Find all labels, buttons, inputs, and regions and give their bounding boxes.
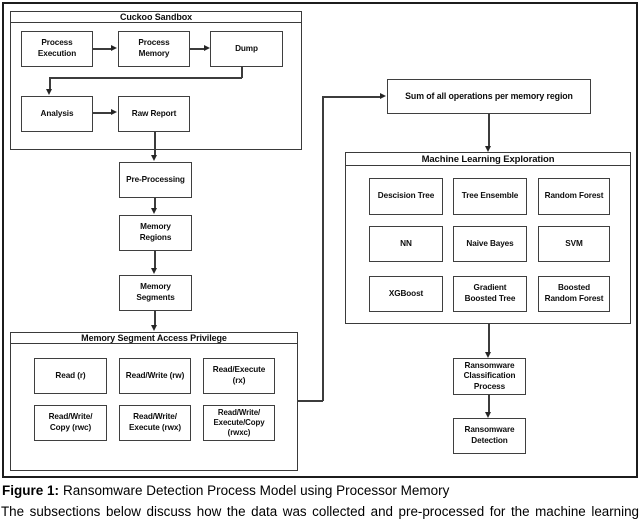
connector-mle-to-classification bbox=[488, 323, 490, 353]
node-analysis: Analysis bbox=[21, 96, 93, 132]
figure-frame bbox=[2, 2, 638, 478]
node-pre-processing: Pre-Processing bbox=[119, 162, 192, 198]
mle-title: Machine Learning Exploration bbox=[346, 153, 630, 166]
connector-sum-to-mle bbox=[488, 114, 490, 147]
node-tree-ensemble: Tree Ensemble bbox=[453, 178, 527, 215]
arrowhead-mle-to-classification bbox=[485, 352, 491, 358]
node-svm: SVM bbox=[538, 226, 610, 262]
node-xgboost: XGBoost bbox=[369, 276, 443, 312]
connector-dump-elbow-down bbox=[241, 66, 243, 78]
node-raw-report: Raw Report bbox=[118, 96, 190, 132]
connector-dump-to-analysis bbox=[49, 77, 51, 90]
connector-msap-out bbox=[297, 400, 323, 402]
node-random-forest: Random Forest bbox=[538, 178, 610, 215]
node-gradient-boosted-tree: Gradient Boosted Tree bbox=[453, 276, 527, 312]
connector-dump-elbow-across bbox=[49, 77, 242, 79]
connector-memory-to-dump bbox=[190, 48, 205, 50]
arrowhead-rawreport-to-preprocessing bbox=[151, 155, 157, 161]
connector-classification-to-detection bbox=[488, 394, 490, 413]
node-process-execution: Process Execution bbox=[21, 31, 93, 67]
node-memory-regions: Memory Regions bbox=[119, 215, 192, 251]
connector-rawreport-to-preprocessing bbox=[154, 132, 156, 156]
node-read-write-execute: Read/Write/ Execute (rwx) bbox=[119, 405, 191, 441]
arrowhead-segments-to-msap bbox=[151, 325, 157, 331]
node-nn: NN bbox=[369, 226, 443, 262]
node-read-write-copy: Read/Write/ Copy (rwc) bbox=[34, 405, 107, 441]
connector-execution-to-memory bbox=[93, 48, 112, 50]
connector-msap-to-sum bbox=[322, 96, 381, 98]
node-decision-tree: Descision Tree bbox=[369, 178, 443, 215]
arrowhead-msap-to-sum bbox=[380, 93, 386, 99]
node-read-write: Read/Write (rw) bbox=[119, 358, 191, 394]
arrowhead-regions-to-segments bbox=[151, 268, 157, 274]
node-sum-operations: Sum of all operations per memory region bbox=[387, 79, 591, 114]
node-boosted-random-forest: Boosted Random Forest bbox=[538, 276, 610, 312]
node-naive-bayes: Naive Bayes bbox=[453, 226, 527, 262]
arrowhead-dump-to-analysis bbox=[46, 89, 52, 95]
msap-container: Memory Segment Access Privilege bbox=[10, 332, 298, 471]
figure-caption: Figure 1:Ransomware Detection Process Mo… bbox=[2, 483, 449, 498]
node-memory-segments: Memory Segments bbox=[119, 275, 192, 311]
arrowhead-sum-to-mle bbox=[485, 146, 491, 152]
arrowhead-execution-to-memory bbox=[111, 45, 117, 51]
body-paragraph: The subsections below discuss how the da… bbox=[1, 504, 639, 519]
connector-segments-to-msap bbox=[154, 311, 156, 326]
connector-msap-up bbox=[322, 96, 324, 401]
connector-regions-to-segments bbox=[154, 251, 156, 269]
arrowhead-preprocessing-to-regions bbox=[151, 208, 157, 214]
connector-analysis-to-rawreport bbox=[93, 112, 112, 114]
node-read-write-execute-copy: Read/Write/ Execute/Copy (rwxc) bbox=[203, 405, 275, 441]
node-read-r: Read (r) bbox=[34, 358, 107, 394]
node-process-memory: Process Memory bbox=[118, 31, 190, 67]
node-dump: Dump bbox=[210, 31, 283, 67]
node-ransomware-detection: Ransomware Detection bbox=[453, 418, 526, 454]
figure-caption-text: Ransomware Detection Process Model using… bbox=[63, 483, 450, 498]
arrowhead-classification-to-detection bbox=[485, 412, 491, 418]
connector-preprocessing-to-regions bbox=[154, 198, 156, 209]
cuckoo-sandbox-title: Cuckoo Sandbox bbox=[11, 12, 301, 23]
node-ransomware-classification: Ransomware Classification Process bbox=[453, 358, 526, 395]
arrowhead-analysis-to-rawreport bbox=[111, 109, 117, 115]
msap-title: Memory Segment Access Privilege bbox=[11, 333, 297, 344]
node-read-execute: Read/Execute (rx) bbox=[203, 358, 275, 394]
arrowhead-memory-to-dump bbox=[204, 45, 210, 51]
figure-caption-label: Figure 1: bbox=[2, 483, 60, 498]
